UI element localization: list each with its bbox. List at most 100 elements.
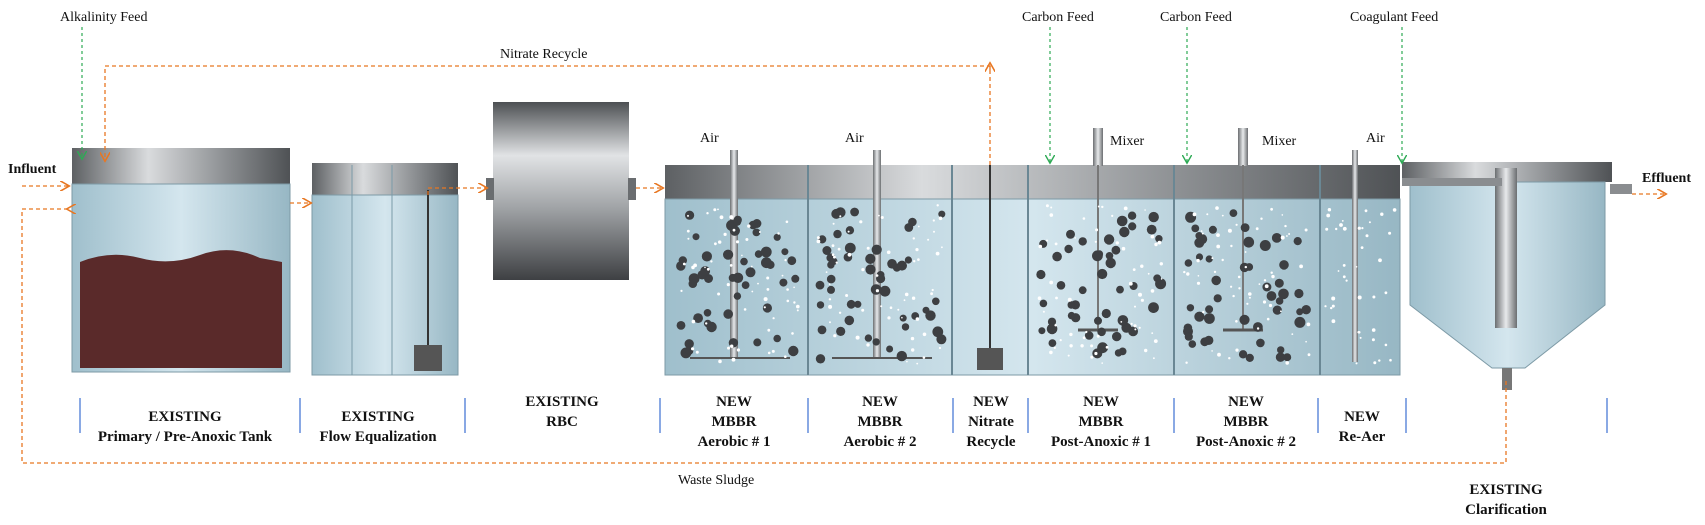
media-carrier bbox=[1204, 313, 1215, 324]
air-bubble bbox=[886, 250, 891, 255]
air-label-3: Air bbox=[1366, 131, 1385, 146]
air-bubble bbox=[1147, 272, 1150, 275]
media-carrier bbox=[830, 257, 838, 265]
media-carrier bbox=[773, 334, 781, 343]
unit-6-line3: Recycle bbox=[966, 434, 1015, 450]
mixer-label-1: Mixer bbox=[1110, 134, 1145, 149]
air-bubble bbox=[729, 264, 733, 267]
media-carrier bbox=[1283, 353, 1292, 362]
media-carrier bbox=[676, 321, 686, 330]
air-label-1: Air bbox=[700, 131, 719, 146]
air-bubble bbox=[1285, 361, 1289, 365]
air-bubble bbox=[1049, 280, 1054, 285]
air-bubble bbox=[838, 311, 842, 314]
air-bubble bbox=[1378, 258, 1382, 263]
air-bubble bbox=[1038, 244, 1043, 249]
mbbr-train bbox=[664, 128, 1401, 376]
media-carrier bbox=[781, 248, 789, 256]
air-bubble bbox=[917, 225, 920, 228]
media-carrier bbox=[688, 279, 698, 289]
unit-5-line1: NEW bbox=[862, 394, 898, 410]
air-bubble bbox=[1238, 287, 1241, 290]
unit-6-line1: NEW bbox=[973, 394, 1009, 410]
air-bubble bbox=[1153, 357, 1155, 360]
unit-7-line1: NEW bbox=[1083, 394, 1119, 410]
air-bubble bbox=[1331, 319, 1336, 324]
air-bubble bbox=[1342, 275, 1346, 279]
carbon-feed-label-1: Carbon Feed bbox=[1022, 10, 1094, 25]
media-carrier bbox=[1238, 350, 1248, 359]
air-bubble bbox=[706, 212, 709, 215]
air-bubble bbox=[730, 344, 734, 348]
rbc-unit bbox=[486, 102, 636, 280]
air-bubble bbox=[1384, 343, 1388, 347]
air-bubble bbox=[1150, 289, 1155, 293]
effluent-label: Effluent bbox=[1642, 171, 1691, 186]
media-carrier bbox=[760, 246, 772, 258]
air-bubble bbox=[1244, 251, 1247, 253]
media-carrier bbox=[1293, 237, 1302, 246]
unit-5-line3: Aerobic # 2 bbox=[843, 434, 916, 450]
air-bubble bbox=[880, 305, 883, 308]
media-carrier bbox=[897, 260, 907, 271]
media-carrier bbox=[1097, 342, 1108, 354]
air-bubble bbox=[878, 214, 880, 217]
media-carrier bbox=[1240, 223, 1250, 233]
air-bubble bbox=[757, 282, 759, 285]
air-bubble bbox=[1049, 350, 1053, 355]
air-bubble bbox=[1364, 209, 1368, 213]
air-bubble bbox=[938, 346, 942, 350]
air-bubble bbox=[1355, 266, 1358, 268]
air-bubble bbox=[1368, 221, 1371, 224]
unit-8-line2: MBBR bbox=[1224, 414, 1269, 430]
media-carrier bbox=[1067, 311, 1076, 320]
air-bubble bbox=[719, 215, 724, 220]
air-bubble bbox=[880, 216, 884, 219]
air-bubble bbox=[1192, 212, 1197, 217]
air-bubble bbox=[723, 232, 727, 236]
media-carrier bbox=[1117, 315, 1129, 326]
air-bubble bbox=[1248, 292, 1252, 296]
air-bubble bbox=[718, 240, 722, 244]
air-bubble bbox=[887, 316, 891, 320]
media-carrier bbox=[1256, 338, 1265, 348]
air-bubble bbox=[922, 356, 926, 359]
air-bubble bbox=[915, 317, 920, 321]
media-carrier bbox=[1194, 311, 1205, 322]
unit-9-line1: NEW bbox=[1344, 409, 1380, 425]
air-bubble bbox=[1260, 217, 1263, 220]
media-carrier bbox=[762, 303, 773, 313]
media-carrier bbox=[901, 323, 910, 331]
carbon-feed-label-2: Carbon Feed bbox=[1160, 10, 1232, 25]
media-carrier bbox=[854, 300, 862, 308]
air-bubble bbox=[1144, 348, 1148, 353]
air-bubble bbox=[1388, 231, 1392, 235]
media-carrier bbox=[723, 249, 734, 260]
air-bubble bbox=[680, 289, 683, 292]
air-bubble bbox=[796, 304, 800, 309]
media-carrier bbox=[1105, 257, 1116, 269]
media-carrier bbox=[684, 339, 694, 349]
air-bubble bbox=[693, 263, 697, 268]
air-bubble bbox=[784, 259, 787, 262]
air-bubble bbox=[1270, 271, 1273, 274]
media-carrier bbox=[1243, 236, 1255, 248]
unit-8-line3: Post-Anoxic # 2 bbox=[1196, 434, 1296, 450]
air-bubble bbox=[833, 334, 837, 338]
media-carrier bbox=[1197, 234, 1208, 245]
process-flows bbox=[21, 64, 1665, 464]
unit-3-line1: EXISTING bbox=[525, 394, 599, 410]
equalization-tank bbox=[311, 163, 459, 376]
air-bubble bbox=[825, 271, 828, 273]
air-bubble bbox=[1288, 233, 1291, 235]
air-bubble bbox=[745, 238, 749, 241]
air-bubble bbox=[1150, 234, 1155, 239]
air-bubble bbox=[861, 268, 865, 272]
air-bubble bbox=[1280, 235, 1285, 240]
media-carrier bbox=[1294, 288, 1304, 299]
air-bubble bbox=[1304, 228, 1308, 232]
air-bubble bbox=[1115, 241, 1120, 245]
